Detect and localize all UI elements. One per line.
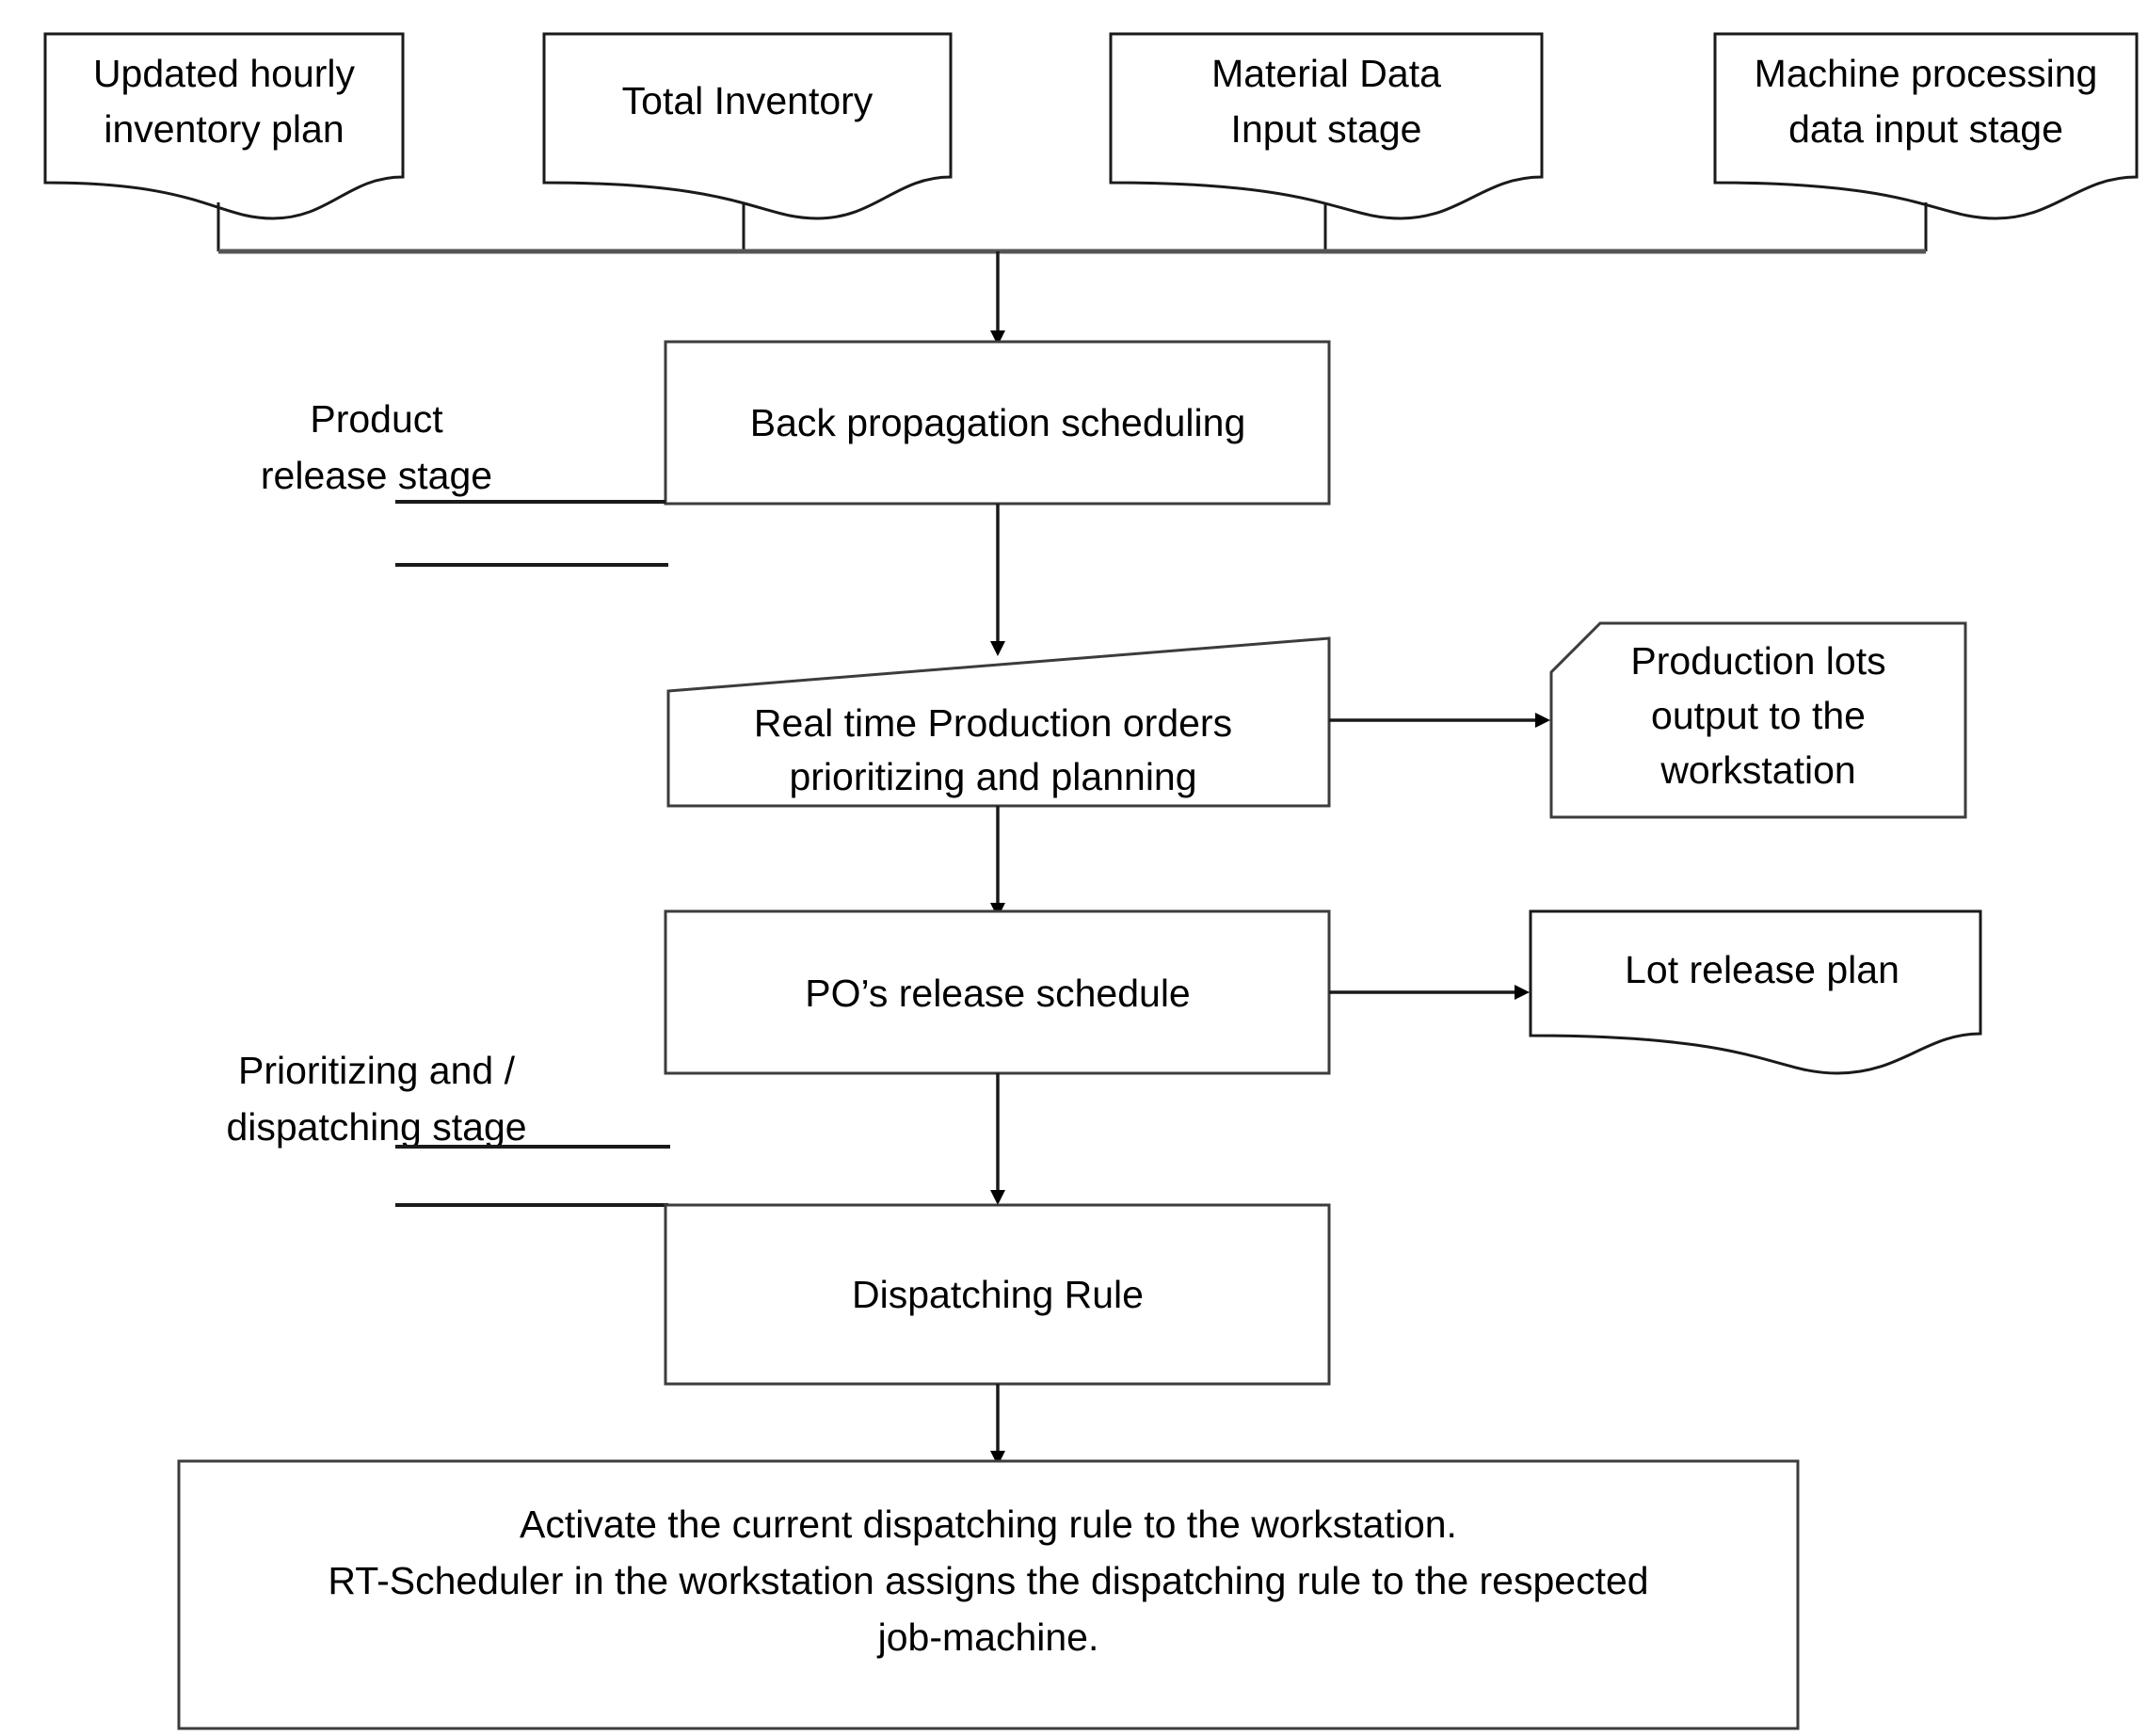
real-time-orders-line1: Real time Production orders xyxy=(754,701,1232,745)
input-bus-connector xyxy=(216,202,1928,346)
input-doc-line1: Material Data xyxy=(1211,52,1441,95)
final-action-line1: Activate the current dispatching rule to… xyxy=(520,1503,1457,1546)
output-lot-release-plan[interactable]: Lot release plan xyxy=(1529,909,1982,1075)
input-doc-line1: Machine processing xyxy=(1755,52,2098,95)
input-document-material-data-input-stage[interactable]: Material Data Input stage xyxy=(1109,32,1544,220)
product-release-stage-line1: Product xyxy=(310,397,443,441)
input-doc-line2: data input stage xyxy=(1788,107,2063,151)
input-document-machine-processing-data-input-stage[interactable]: Machine processing data input stage xyxy=(1713,32,2139,220)
process-back-propagation-scheduling[interactable]: Back propagation scheduling xyxy=(664,340,1331,506)
prioritizing-stage-line1: Prioritizing and / xyxy=(238,1049,516,1092)
process-dispatching-rule[interactable]: Dispatching Rule xyxy=(664,1203,1331,1386)
output-production-lots[interactable]: Production lots output to the workstatio… xyxy=(1549,621,1967,819)
input-doc-line1: Updated hourly xyxy=(93,52,356,95)
prioritizing-stage-line2: dispatching stage xyxy=(226,1105,526,1149)
product-release-stage-line2: release stage xyxy=(261,454,492,497)
final-action-box[interactable]: Activate the current dispatching rule to… xyxy=(177,1459,1800,1730)
input-doc-line2: Input stage xyxy=(1231,107,1422,151)
back-propagation-label: Back propagation scheduling xyxy=(750,401,1246,444)
production-lots-line2: output to the xyxy=(1651,694,1866,737)
dispatching-rule-label: Dispatching Rule xyxy=(852,1273,1144,1316)
po-release-schedule-label: PO’s release schedule xyxy=(805,972,1190,1015)
real-time-orders-line2: prioritizing and planning xyxy=(789,755,1196,798)
input-document-updated-hourly-inventory-plan[interactable]: Updated hourly inventory plan xyxy=(43,32,405,220)
final-action-line3: job-machine. xyxy=(877,1615,1099,1659)
production-lots-line1: Production lots xyxy=(1630,639,1885,683)
stage-label-product-release: Product release stage xyxy=(261,397,668,567)
production-lots-line3: workstation xyxy=(1659,748,1855,792)
input-doc-line1: Total Inventory xyxy=(622,79,874,122)
process-po-release-schedule[interactable]: PO’s release schedule xyxy=(664,909,1331,1075)
input-doc-line2: inventory plan xyxy=(104,107,344,151)
lot-release-plan-label: Lot release plan xyxy=(1625,948,1900,991)
stage-label-prioritizing-dispatching: Prioritizing and / dispatching stage xyxy=(226,1049,670,1207)
input-document-total-inventory[interactable]: Total Inventory xyxy=(542,32,953,220)
process-real-time-production-orders[interactable]: Real time Production orders prioritizing… xyxy=(666,636,1331,808)
final-action-line2: RT-Scheduler in the workstation assigns … xyxy=(328,1559,1648,1602)
